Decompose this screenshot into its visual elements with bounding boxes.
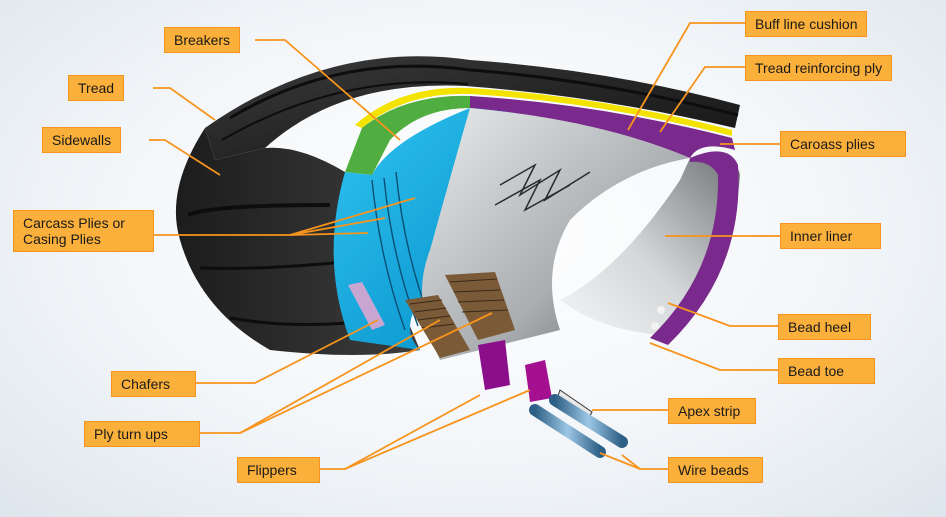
label-tread-reinforcing-ply: Tread reinforcing ply bbox=[745, 55, 893, 81]
wire-bead-1 bbox=[529, 404, 606, 458]
label-ply-turn-ups: Ply turn ups bbox=[84, 421, 200, 447]
buff-line-cushion-layer bbox=[355, 87, 732, 136]
leader-lines bbox=[149, 22, 780, 470]
flipper-1 bbox=[478, 340, 510, 390]
breakers-layer bbox=[345, 95, 470, 175]
tread-reinforcing-ply-layer bbox=[470, 96, 735, 158]
wire-bead-2 bbox=[549, 394, 628, 448]
bead-heel-hole-1 bbox=[657, 306, 665, 314]
label-breakers: Breakers bbox=[164, 27, 241, 53]
label-caroass-plies: Caroass plies bbox=[780, 131, 906, 157]
label-carcass-plies: Carcass Plies or Casing Plies bbox=[13, 210, 154, 252]
label-apex-strip: Apex strip bbox=[668, 398, 756, 424]
label-flippers: Flippers bbox=[237, 457, 320, 483]
label-bead-toe: Bead toe bbox=[778, 358, 875, 384]
label-inner-liner: Inner liner bbox=[780, 223, 881, 249]
chafer-layer bbox=[348, 282, 385, 330]
bead-heel-hole-2 bbox=[651, 322, 659, 330]
caroass-plies-rim bbox=[650, 151, 739, 345]
label-bead-heel: Bead heel bbox=[778, 314, 871, 340]
label-sidewalls: Sidewalls bbox=[42, 127, 122, 153]
label-chafers: Chafers bbox=[111, 371, 196, 397]
flipper-2 bbox=[525, 360, 552, 402]
label-buff-line-cushion: Buff line cushion bbox=[745, 11, 868, 37]
label-carcass-plies-line-2: Casing Plies bbox=[23, 231, 101, 247]
label-carcass-plies-line-1: Carcass Plies or bbox=[23, 215, 125, 231]
label-tread: Tread bbox=[68, 75, 125, 101]
tread-body bbox=[205, 56, 740, 160]
label-wire-beads: Wire beads bbox=[668, 457, 763, 483]
ply-turn-up-2 bbox=[445, 272, 515, 340]
